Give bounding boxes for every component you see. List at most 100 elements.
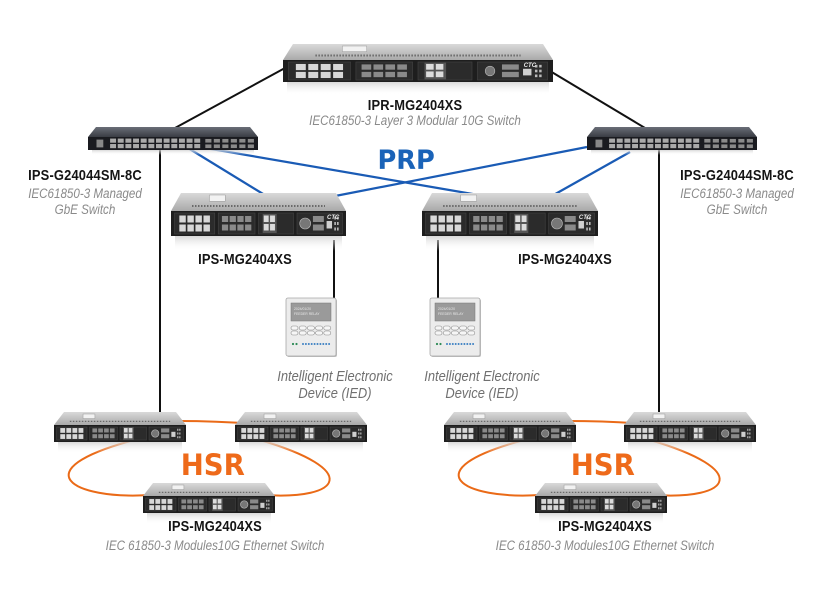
- hsr-2-switch-right-sfp-port: [668, 428, 673, 433]
- left-managed-switch-ips-g24044sm-8c: [88, 127, 258, 155]
- core-switch-ipr-mg2404xs-rj45-port: [320, 63, 331, 71]
- right-managed-switch-ips-g24044sm-8c-rj45-port: [616, 138, 623, 143]
- hsr-1-switch-left-sfp-plus-port: [161, 428, 170, 433]
- hsr-2-switch-bottom-reflection: [539, 513, 663, 524]
- hsr-1-switch-right-rj45-port: [241, 434, 247, 439]
- prp-link-right-managed-to-right-prp: [549, 151, 631, 198]
- hsr-1-switch-left-chassis-top: [54, 412, 186, 425]
- hsr-2-switch-bottom-rj45-port: [609, 504, 614, 510]
- left-managed-switch-ips-g24044sm-8c-sfp-port: [213, 144, 220, 149]
- left-managed-switch-ips-g24044sm-8c-rj45-port: [194, 144, 201, 149]
- hsr-2-switch-left-rj45-port: [513, 433, 518, 439]
- prp-left-switch-ips-mg2404xs-sfp-port: [237, 216, 244, 222]
- left-managed-switch-ips-g24044sm-8c-rj45-port: [163, 144, 170, 149]
- ied-1-label-line1: Intelligent Electronic: [277, 368, 393, 385]
- right-managed-switch-ips-g24044sm-8c-sfp-port: [704, 144, 711, 149]
- prp-left-switch-ips-mg2404xs-sfp-port: [229, 224, 236, 231]
- hsr-2-switch-right-rj45-port: [648, 428, 654, 433]
- hsr-2-switch-bottom-sfp-port: [579, 499, 584, 504]
- left-managed-switch-ips-g24044sm-8c-rj45-port: [110, 138, 117, 143]
- hsr-2-switch-right-led: [747, 428, 749, 431]
- hsr-1-switch-bottom-led: [268, 499, 270, 502]
- right-managed-switch-ips-g24044sm-8c-rj45-port: [647, 144, 654, 149]
- prp-right-switch-ips-mg2404xs-sfp-plus-port: [564, 224, 576, 231]
- hsr-2-switch-left-mgmt-port: [561, 431, 566, 437]
- core-switch-ipr-mg2404xs-rj45-port: [308, 71, 319, 79]
- core-switch-ipr-mg2404xs-mgmt-port: [523, 68, 532, 76]
- left-managed-switch-desc-2: GbE Switch: [54, 202, 116, 217]
- core-switch-ipr-mg2404xs-label-plate: [342, 45, 367, 52]
- hsr-1-switch-bottom-rj45-port: [155, 505, 161, 510]
- ied-1-lcd-screen: [290, 302, 332, 322]
- prp-left-switch-ips-mg2404xs-rj45-port: [187, 224, 194, 232]
- hsr-1-switch-right-rj45-port: [259, 434, 265, 439]
- prp-left-switch-ips-mg2404xs-rj45-port: [195, 224, 202, 232]
- left-managed-switch-ips-g24044sm-8c-sfp-port: [222, 138, 229, 143]
- hsr-1-switch-left-reflection: [58, 442, 182, 453]
- right-managed-switch-ips-g24044sm-8c-rj45-port: [616, 144, 623, 149]
- core-switch-ipr-mg2404xs-sfp-port: [361, 64, 372, 70]
- right-managed-switch-ips-g24044sm-8c-sfp-port: [721, 144, 728, 149]
- hsr-2-switch-bottom-led: [658, 507, 660, 510]
- hsr-2-switch-left-rj45-port: [456, 428, 462, 433]
- hsr-1-switch-right-rj45-port: [259, 428, 265, 433]
- core-switch-ipr-mg2404xs-sfp-port: [373, 64, 384, 70]
- hsr-1-switch-bottom-console-port: [240, 500, 249, 509]
- hsr-2-switch-right-sfp-port: [679, 428, 685, 433]
- hsr-2-switch-bottom-rj45-port: [604, 504, 609, 510]
- prp-left-switch-ips-mg2404xs-chassis-top: [171, 193, 346, 211]
- prp-left-switch-ips-mg2404xs-led: [334, 216, 336, 220]
- prp-left-switch-ips-mg2404xs: CTC: [171, 193, 346, 251]
- prp-right-switch-ips-mg2404xs-rj45-port: [521, 224, 527, 231]
- prp-right-switch-ips-mg2404xs-rj45-port: [515, 215, 521, 222]
- ied-1-button: [290, 325, 299, 331]
- hsr-2-switch-bottom-sfp-port: [590, 499, 596, 504]
- hsr-1-label: HSR: [180, 448, 245, 482]
- left-managed-switch-ips-g24044sm-8c-sfp-port: [205, 138, 212, 143]
- hsr-2-switch-left-sfp-port: [488, 428, 493, 433]
- hsr-2-switch-right-rj45-port: [630, 428, 636, 433]
- hsr-2-switch-model: IPS-MG2404XS: [558, 518, 652, 535]
- hsr-2-switch-left-rj45-port: [450, 434, 456, 439]
- right-managed-switch-ips-g24044sm-8c-sfp-port: [738, 138, 745, 143]
- hsr-2-switch-left-sfp-port: [499, 434, 505, 439]
- hsr-2-switch-bottom-sfp-plus-port: [642, 505, 651, 510]
- hsr-1-switch-right-led: [360, 428, 362, 431]
- hsr-1-switch-bottom-sfp-port: [181, 499, 187, 504]
- hsr-1-switch-right-sfp-plus-port: [342, 434, 351, 439]
- left-managed-switch-model: IPS-G24044SM-8C: [28, 167, 142, 184]
- link-core-to-left-managed: [174, 67, 286, 129]
- ied-2-button: [459, 325, 467, 331]
- hsr-2-switch-right-sfp-plus-port: [731, 428, 740, 433]
- prp-right-switch-ips-mg2404xs-rj45-port: [446, 224, 454, 232]
- prp-right-switch-ips-mg2404xs-sfp-port: [488, 216, 496, 222]
- prp-right-switch-ips-mg2404xs-rj45-port: [446, 215, 454, 223]
- hsr-2-switch-left-sfp-port: [494, 428, 499, 433]
- right-managed-switch-ips-g24044sm-8c: [587, 127, 757, 155]
- right-managed-switch-ips-g24044sm-8c-rj45-port: [632, 144, 638, 149]
- right-managed-switch-ips-g24044sm-8c-rj45-port: [693, 138, 700, 143]
- right-managed-switch-ips-g24044sm-8c-rj45-port: [677, 144, 684, 149]
- core-switch-ipr-mg2404xs-led: [534, 74, 538, 78]
- right-managed-switch-ips-g24044sm-8c-sfp-port: [704, 138, 711, 143]
- prp-left-switch-ips-mg2404xs-sfp-port: [237, 224, 244, 231]
- prp-left-switch-ips-mg2404xs-sfp-port: [229, 216, 236, 222]
- ied-1-led-blue: [319, 343, 322, 345]
- hsr-2-switch-right-led: [749, 428, 751, 431]
- hsr-1-switch-right-rj45-port: [247, 434, 253, 439]
- ied-1-button: [307, 330, 315, 336]
- hsr-1-switch-left-sfp-port: [104, 434, 109, 439]
- right-managed-switch-ips-g24044sm-8c-sfp-port: [746, 144, 753, 149]
- prp-left-switch-ips-mg2404xs-rj45-port: [195, 215, 202, 223]
- ied-1-label-line2: Device (IED): [298, 385, 372, 402]
- hsr-1-switch-left-mgmt-port: [171, 431, 176, 437]
- hsr-2-switch-right-rj45-port: [698, 433, 703, 439]
- hsr-1-switch-bottom-rj45-port: [217, 499, 222, 504]
- hsr-1-switch-left-sfp-port: [92, 434, 98, 439]
- hsr-1-switch-bottom-sfp-port: [193, 499, 198, 504]
- hsr-2-switch-right-sfp-port: [662, 434, 668, 439]
- hsr-2-switch-bottom-chassis-top: [535, 483, 667, 496]
- prp-left-switch-ips-mg2404xs-led: [337, 227, 339, 231]
- hsr-1-switch-left-rj45-block: [123, 427, 134, 440]
- hsr-1-switch-bottom-rj45-port: [212, 499, 217, 504]
